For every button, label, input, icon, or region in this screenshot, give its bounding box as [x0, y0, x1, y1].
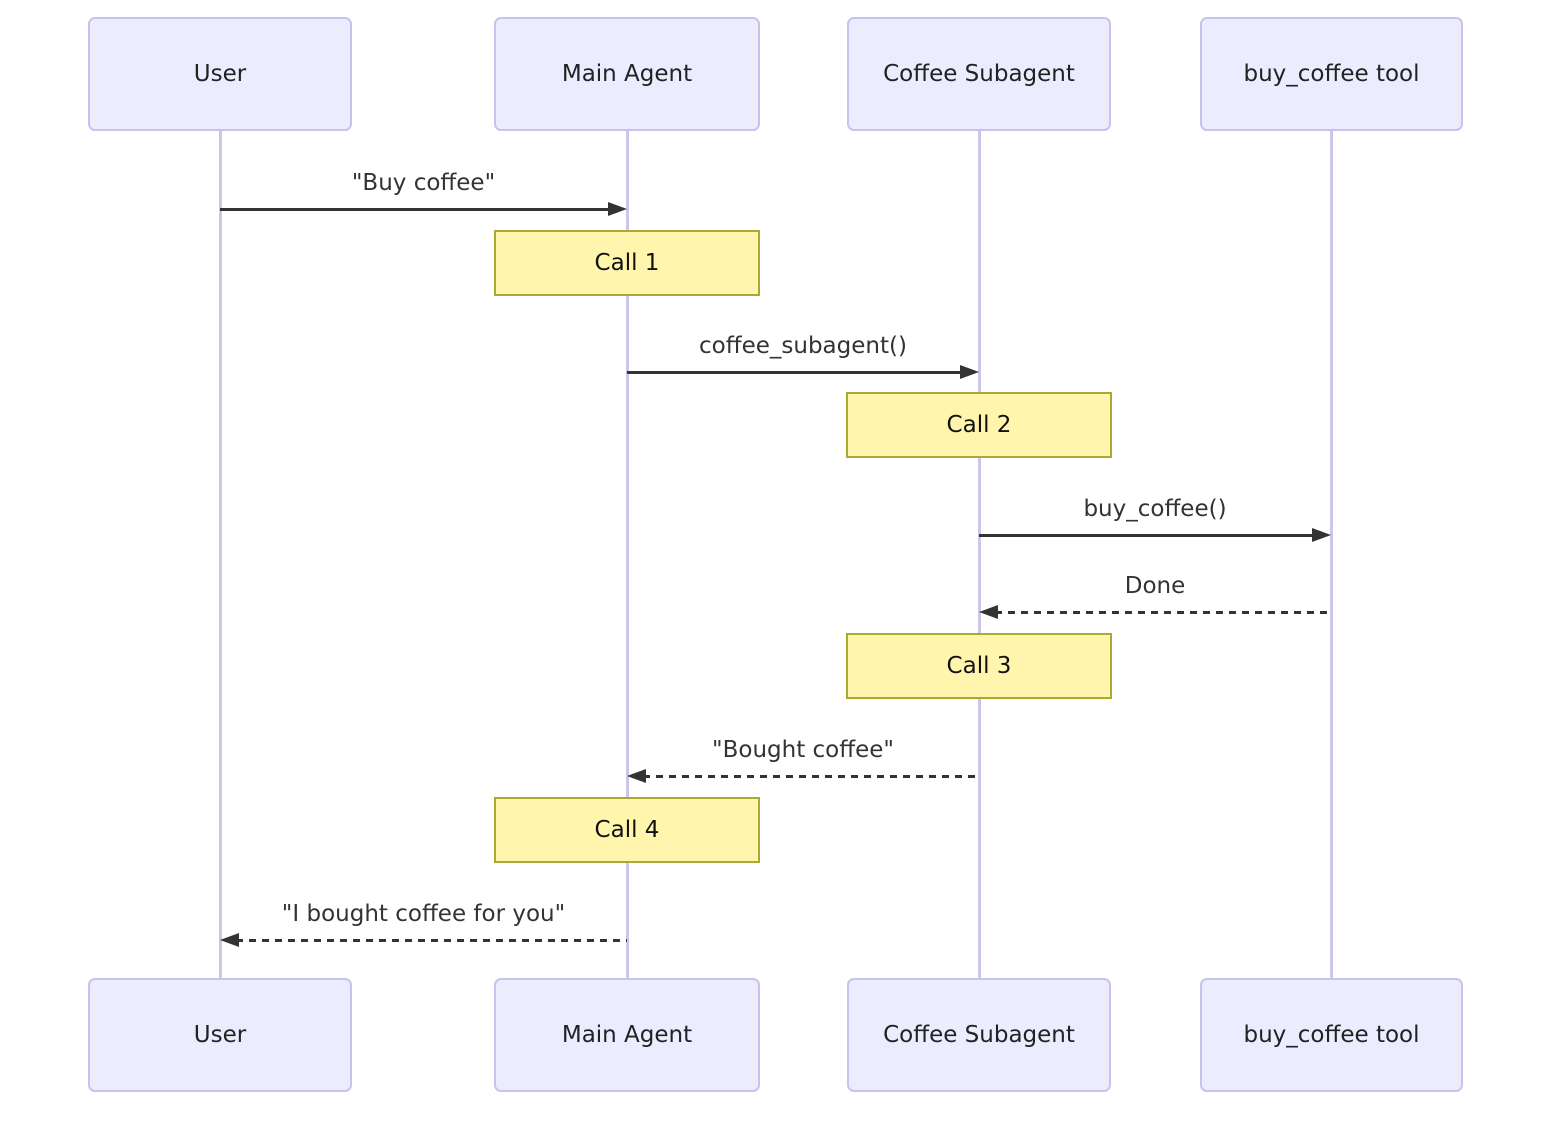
message-label: Done: [1124, 572, 1186, 599]
message-label: coffee_subagent(): [699, 332, 907, 359]
note-label: Call 2: [946, 412, 1012, 438]
participant-user-top: User: [88, 17, 352, 131]
participant-label: buy_coffee tool: [1243, 61, 1420, 87]
lifeline-main-agent: [625, 131, 629, 978]
note-call-3: Call 3: [846, 633, 1112, 699]
lifeline-buy-coffee-tool: [1330, 131, 1333, 978]
message-line: [995, 610, 1331, 614]
participant-coffee-subagent-top: Coffee Subagent: [847, 17, 1111, 131]
message-line: [236, 938, 627, 942]
note-call-4: Call 4: [494, 797, 760, 863]
message-label: "Buy coffee": [351, 169, 496, 196]
arrowhead-left-icon: [979, 605, 998, 619]
note-call-2: Call 2: [846, 392, 1112, 458]
message-label: "Bought coffee": [712, 736, 894, 763]
participant-label: Coffee Subagent: [883, 61, 1075, 87]
message-label: buy_coffee(): [1083, 495, 1227, 522]
lifeline-coffee-subagent: [977, 131, 981, 978]
message-line: [220, 207, 611, 211]
participant-label: buy_coffee tool: [1243, 1022, 1420, 1048]
message-line: [627, 370, 963, 374]
message-label: "I bought coffee for you": [281, 900, 566, 927]
participant-main-agent-top: Main Agent: [494, 17, 760, 131]
note-call-1: Call 1: [494, 230, 760, 296]
note-label: Call 3: [946, 653, 1012, 679]
message-line: [979, 533, 1315, 537]
participant-label: User: [193, 61, 247, 87]
participant-main-agent-bottom: Main Agent: [494, 978, 760, 1092]
participant-coffee-subagent-bottom: Coffee Subagent: [847, 978, 1111, 1092]
lifeline-user: [218, 131, 222, 978]
participant-label: Coffee Subagent: [883, 1022, 1075, 1048]
participant-label: Main Agent: [561, 61, 693, 87]
participant-label: User: [193, 1022, 247, 1048]
note-label: Call 4: [594, 817, 660, 843]
message-line: [643, 774, 979, 778]
arrowhead-right-icon: [608, 202, 627, 216]
arrowhead-right-icon: [960, 365, 979, 379]
participant-label: Main Agent: [561, 1022, 693, 1048]
participant-buy-coffee-tool-top: buy_coffee tool: [1200, 17, 1463, 131]
arrowhead-left-icon: [627, 769, 646, 783]
arrowhead-right-icon: [1312, 528, 1331, 542]
participant-buy-coffee-tool-bottom: buy_coffee tool: [1200, 978, 1463, 1092]
note-label: Call 1: [594, 250, 660, 276]
arrowhead-left-icon: [220, 933, 239, 947]
participant-user-bottom: User: [88, 978, 352, 1092]
